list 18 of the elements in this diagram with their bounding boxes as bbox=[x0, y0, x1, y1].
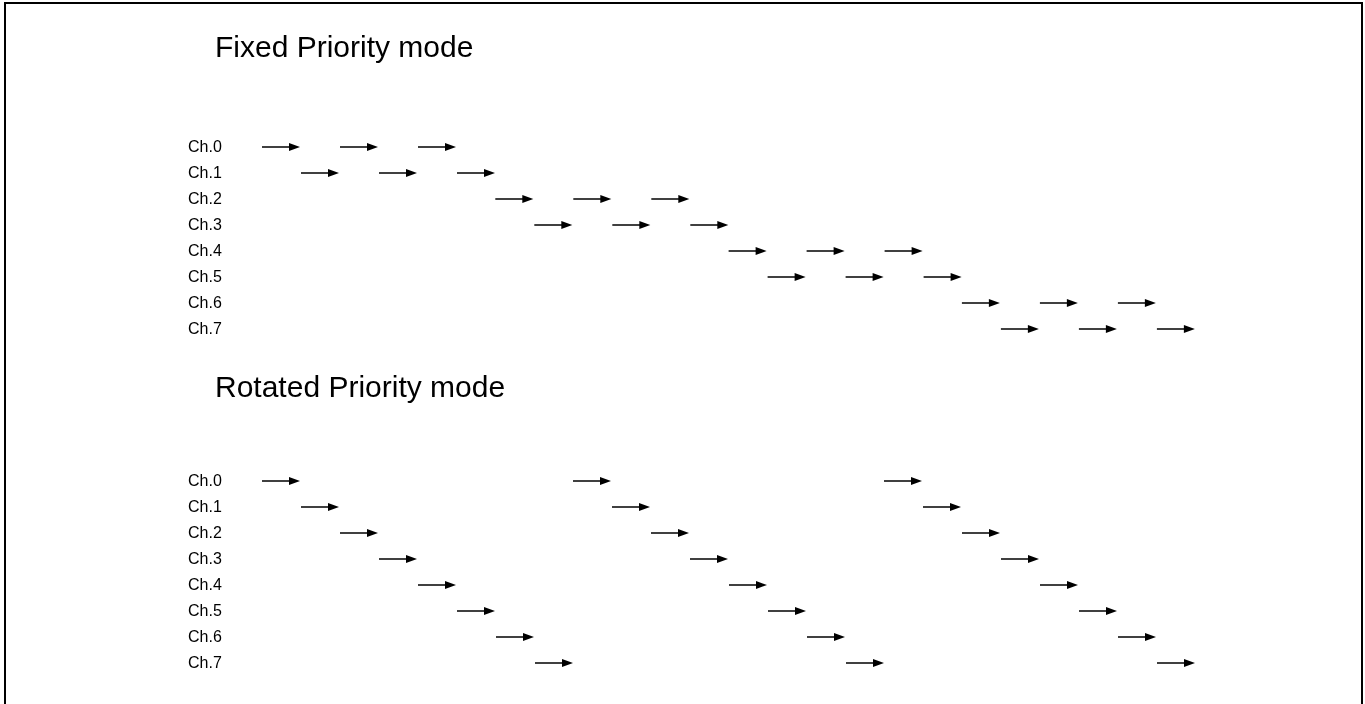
channel-label: Ch.4 bbox=[188, 576, 222, 594]
channel-label: Ch.7 bbox=[188, 654, 222, 672]
channel-label: Ch.0 bbox=[188, 138, 222, 156]
channel-label: Ch.6 bbox=[188, 294, 222, 312]
channel-label: Ch.4 bbox=[188, 242, 222, 260]
section-heading: Rotated Priority mode bbox=[215, 370, 506, 404]
channel-label: Ch.5 bbox=[188, 602, 222, 620]
channel-label: Ch.2 bbox=[188, 190, 222, 208]
channel-label: Ch.3 bbox=[188, 550, 222, 568]
channel-label: Ch.0 bbox=[188, 472, 222, 490]
channel-label: Ch.2 bbox=[188, 524, 222, 542]
section-heading: Fixed Priority mode bbox=[215, 30, 474, 64]
channel-label: Ch.1 bbox=[188, 164, 222, 182]
channel-label: Ch.5 bbox=[188, 268, 222, 286]
channel-label: Ch.6 bbox=[188, 628, 222, 646]
channel-label: Ch.3 bbox=[188, 216, 222, 234]
channel-label: Ch.7 bbox=[188, 320, 222, 338]
channel-label: Ch.1 bbox=[188, 498, 222, 516]
